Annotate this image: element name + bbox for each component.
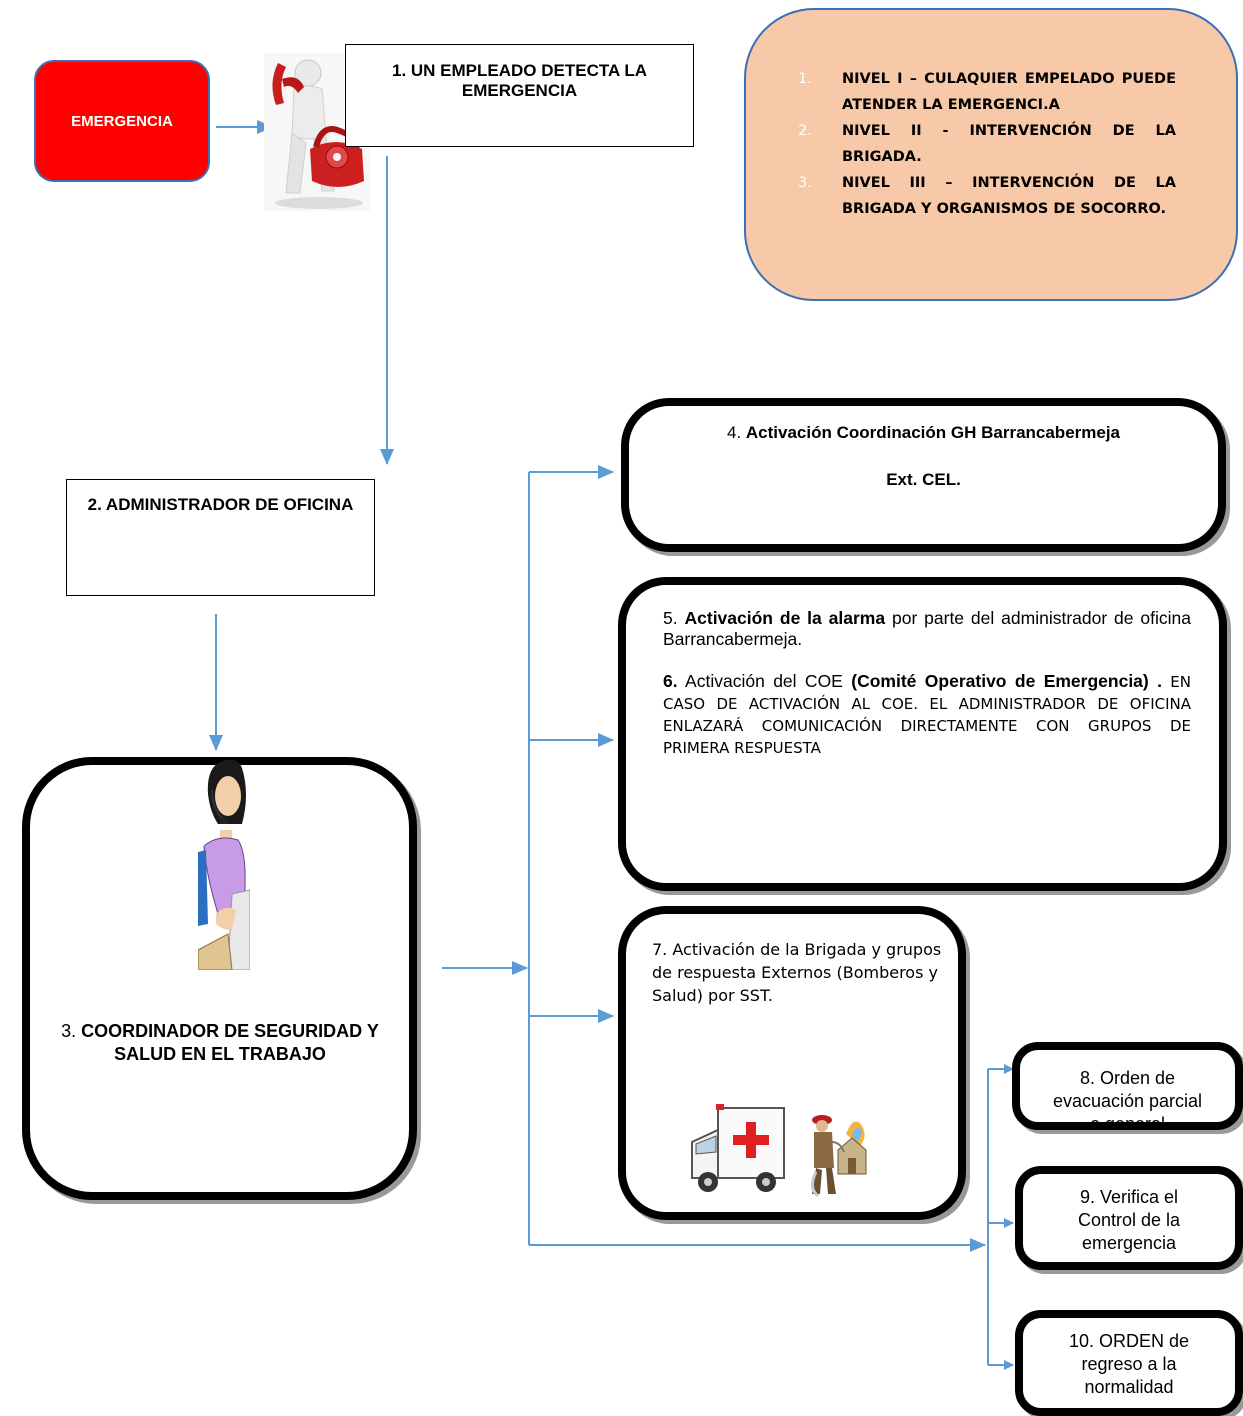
level-number: 3. bbox=[798, 175, 812, 191]
emergency-label: EMERGENCIA bbox=[71, 112, 173, 130]
level-text: NIVEL III – INTERVENCIÓN DE LA BRIGADA Y… bbox=[842, 175, 1176, 217]
emergency-levels-box: 1. NIVEL I – CULAQUIER EMPELADO PUEDE ATE… bbox=[744, 8, 1238, 301]
step1-text: 1. UN EMPLEADO DETECTA LA EMERGENCIA bbox=[391, 61, 647, 100]
step5-6-text: 5. Activación de la alarma por parte del… bbox=[663, 608, 1191, 780]
level-text: NIVEL I – CULAQUIER EMPELADO PUEDE ATEND… bbox=[842, 71, 1176, 113]
step6-lead: Activación del COE bbox=[677, 671, 852, 691]
step4-contact: Ext. CEL. bbox=[886, 470, 961, 489]
step7-text: 7. Activación de la Brigada y grupos de … bbox=[652, 940, 942, 1005]
step7-box bbox=[618, 906, 966, 1220]
levels-list: 1. NIVEL I – CULAQUIER EMPELADO PUEDE ATE… bbox=[798, 66, 1206, 222]
step2-box: 2. ADMINISTRADOR DE OFICINA bbox=[66, 479, 375, 596]
step5-rest: por parte del administrador de oficina B… bbox=[663, 608, 1191, 649]
firefighter-image bbox=[811, 1115, 867, 1198]
step8-box: 8. Orden de evacuación parcial o general bbox=[1012, 1042, 1243, 1130]
step6-rest: EN CASO DE ACTIVACIÓN AL COE. EL ADMINIS… bbox=[663, 673, 1191, 757]
emergency-box: EMERGENCIA bbox=[34, 60, 210, 182]
step3-title: COORDINADOR DE SEGURIDAD Y SALUD EN EL T… bbox=[81, 1021, 379, 1064]
step5-bold: Activación de la alarma bbox=[684, 608, 886, 628]
level-item: 2. NIVEL II - INTERVENCIÓN DE LA BRIGADA. bbox=[798, 118, 1176, 170]
step1-box: 1. UN EMPLEADO DETECTA LA EMERGENCIA bbox=[345, 44, 694, 147]
step3-number: 3. bbox=[61, 1021, 77, 1041]
step4-title: Activación Coordinación GH Barrancaberme… bbox=[745, 423, 1121, 442]
step5-number: 5. bbox=[663, 608, 678, 628]
step10-text: 10. ORDEN de regreso a la normalidad bbox=[1068, 1331, 1190, 1397]
level-item: 3. NIVEL III – INTERVENCIÓN DE LA BRIGADA… bbox=[798, 170, 1176, 222]
level-item: 1. NIVEL I – CULAQUIER EMPELADO PUEDE ATE… bbox=[798, 66, 1176, 118]
step4-number: 4. bbox=[726, 423, 742, 442]
level-text: NIVEL II - INTERVENCIÓN DE LA BRIGADA. bbox=[842, 123, 1176, 165]
step6-number: 6. bbox=[663, 671, 678, 691]
step2-text: 2. ADMINISTRADOR DE OFICINA bbox=[87, 495, 354, 514]
step5-box bbox=[618, 577, 1227, 891]
step9-box: 9. Verifica el Control de la emergencia bbox=[1015, 1166, 1243, 1270]
step3-label: 3. COORDINADOR DE SEGURIDAD Y SALUD EN E… bbox=[60, 1020, 380, 1066]
step6-paragraph: 6. Activación del COE (Comité Operativo … bbox=[663, 671, 1191, 759]
step8-text: 8. Orden de evacuación parcial o general bbox=[1052, 1068, 1203, 1130]
ambulance-image bbox=[691, 1104, 785, 1192]
step10-box: 10. ORDEN de regreso a la normalidad bbox=[1015, 1310, 1243, 1416]
step4-box bbox=[621, 398, 1226, 552]
step9-text: 9. Verifica el Control de la emergencia bbox=[1077, 1187, 1181, 1253]
operator-headset-image bbox=[198, 759, 250, 970]
level-number: 2. bbox=[798, 123, 812, 139]
level-number: 1. bbox=[798, 71, 812, 87]
step3-box bbox=[22, 757, 417, 1200]
step4-heading: 4. Activación Coordinación GH Barrancabe… bbox=[621, 423, 1226, 443]
step5-paragraph: 5. Activación de la alarma por parte del… bbox=[663, 608, 1191, 650]
step6-bold: (Comité Operativo de Emergencia) . bbox=[851, 671, 1162, 691]
